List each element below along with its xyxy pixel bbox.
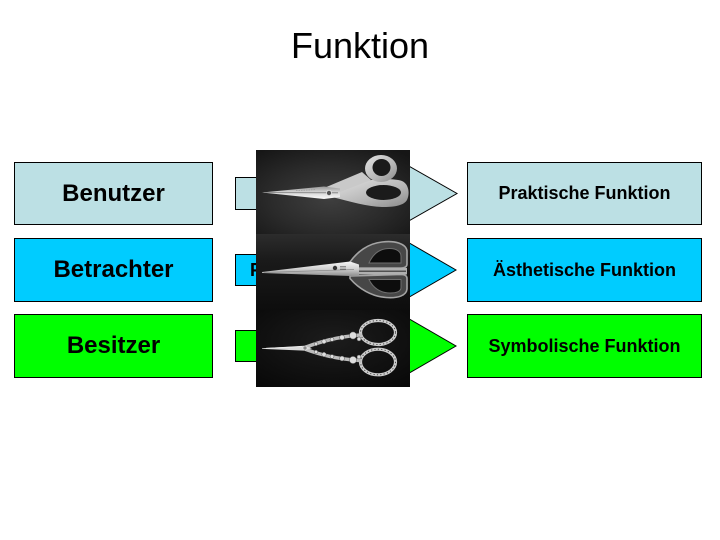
function-box-symbolische: Symbolische Funktion <box>467 314 702 378</box>
actor-label: Benutzer <box>62 179 165 207</box>
scissors-image <box>256 310 410 387</box>
ornament-knob <box>349 356 357 364</box>
scissors-image <box>256 150 410 234</box>
ornament-knob <box>349 331 357 340</box>
blade-engraving <box>295 189 317 191</box>
brand-logo <box>332 265 338 271</box>
photo-tailor-shears <box>256 150 410 234</box>
blade-edge-line <box>263 269 355 273</box>
ornament-bead <box>313 349 319 355</box>
pivot-screw <box>302 345 308 351</box>
ornament-bead <box>321 339 327 344</box>
ornament-bead <box>321 352 327 357</box>
actor-box-besitzer: Besitzer <box>14 314 213 378</box>
function-box-praktische: Praktische Funktion <box>467 162 702 225</box>
ring-lower-ornament <box>360 348 396 376</box>
scissors-handle-upper-hole <box>368 247 402 264</box>
ornament-bead <box>329 337 335 342</box>
scissors-handle-upper-hole <box>372 159 391 176</box>
slide-title: Funktion <box>290 25 430 66</box>
scissors-blades <box>262 261 359 276</box>
ornament-bead <box>329 354 335 359</box>
function-box-aesthetische: Ästhetische Funktion <box>467 238 702 302</box>
shank-ornaments <box>313 331 362 364</box>
function-label: Symbolische Funktion <box>488 335 681 356</box>
ornament-bead <box>313 341 319 347</box>
scissors-handle-lower-hole <box>368 279 402 294</box>
function-label: Praktische Funktion <box>498 183 671 203</box>
arrow-label-betrachter: F <box>250 260 261 281</box>
actor-box-benutzer: Benutzer <box>14 162 213 225</box>
photo-household-scissors <box>256 234 410 310</box>
scissors-handle-lower-hole <box>366 185 401 200</box>
photo-ornate-scissors <box>256 310 410 387</box>
pivot-screw <box>326 190 333 197</box>
scissors-image <box>256 234 410 310</box>
ring-upper-ornament <box>360 320 396 345</box>
blade-highlight <box>265 346 303 349</box>
ornament-bead <box>339 355 345 362</box>
ornament-bead <box>339 334 345 341</box>
actor-label: Besitzer <box>66 332 161 359</box>
brand-engraving <box>340 266 346 270</box>
actor-box-betrachter: Betrachter <box>14 238 213 302</box>
ornament-bead <box>356 336 362 342</box>
function-label: Ästhetische Funktion <box>492 259 676 280</box>
ornament-bead <box>356 354 362 360</box>
actor-label: Betrachter <box>53 256 174 283</box>
